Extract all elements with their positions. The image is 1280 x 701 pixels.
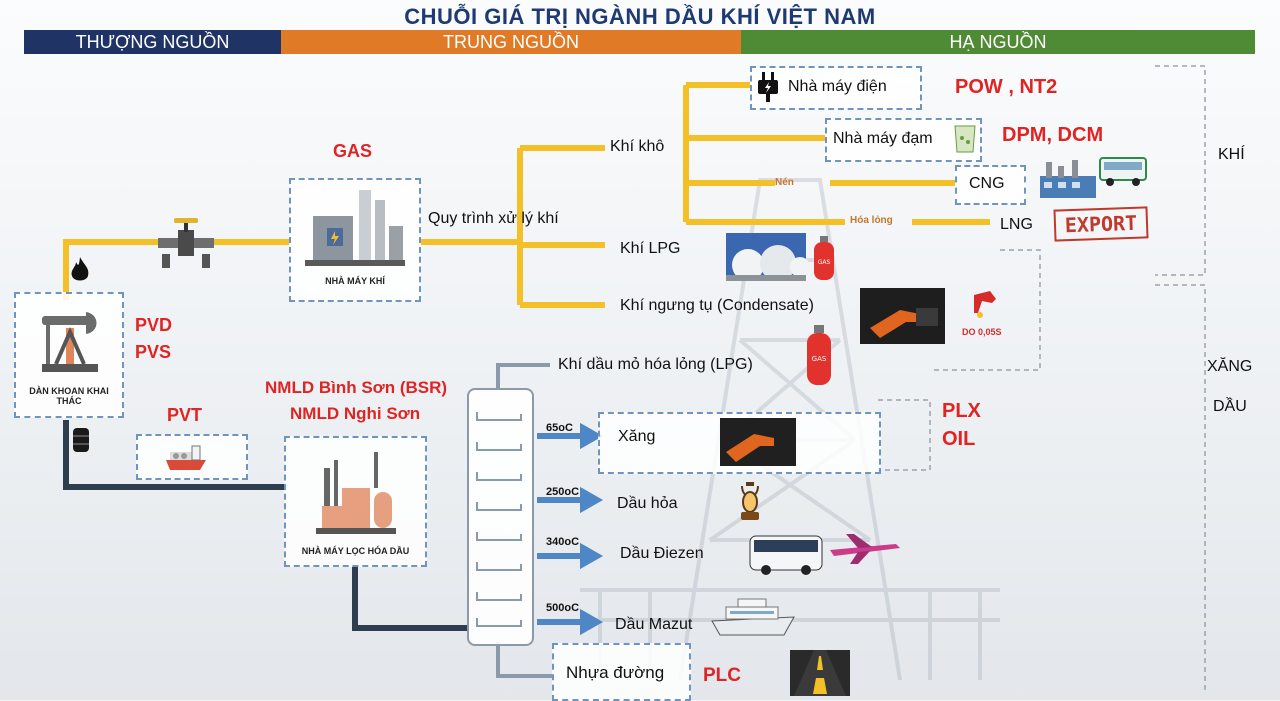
side-label-fuel-2: DẦU <box>1213 398 1247 415</box>
fertilizer-plant-label: Nhà máy đạm <box>833 130 933 147</box>
oil-lines <box>63 420 468 631</box>
refined-lpg-label: Khí dầu mỏ hóa lỏng (LPG) <box>558 356 753 373</box>
temp-250: 250oC <box>546 486 580 498</box>
dashed-connectors <box>878 65 1206 690</box>
oil-lamp-icon <box>741 482 759 520</box>
temp-340: 340oC <box>546 536 580 548</box>
gasoline-label: Xăng <box>618 428 656 445</box>
distillation-column <box>467 388 534 646</box>
gas-plant-label: NHÀ MÁY KHÍ <box>325 276 385 286</box>
cruise-ship-icon <box>711 598 795 636</box>
power-plant-box[interactable]: Nhà máy điện <box>750 66 922 110</box>
road-image <box>790 650 850 696</box>
gas-lines <box>63 82 990 308</box>
tanker-box[interactable] <box>136 434 248 480</box>
bus-and-plane-image <box>749 534 900 575</box>
company-nghi-son: NMLD Nghi Sơn <box>290 404 421 423</box>
cylinder-gas-mark-1: GAS <box>818 259 831 266</box>
company-pvs: PVS <box>135 342 172 362</box>
fertilizer-plant-box[interactable]: Nhà máy đạm <box>825 118 982 162</box>
company-plc: PLC <box>703 665 741 686</box>
page-title: CHUỖI GIÁ TRỊ NGÀNH DẦU KHÍ VIỆT NAM <box>404 4 876 29</box>
company-pow-nt2: POW , NT2 <box>955 76 1058 98</box>
cng-box[interactable]: CNG <box>955 165 1026 205</box>
stage-midstream: TRUNG NGUỒN <box>281 30 741 54</box>
refinery-icon <box>316 452 396 534</box>
diesel-label: Dầu Điezen <box>620 545 704 562</box>
compressed-label: Nén <box>775 177 794 188</box>
fuel-nozzle-image <box>860 288 945 344</box>
flame-icon <box>71 257 89 281</box>
side-label-fuel-1: XĂNG <box>1207 358 1253 375</box>
company-bsr: NMLD Bình Sơn (BSR) <box>265 378 448 397</box>
asphalt-label: Nhựa đường <box>566 663 665 682</box>
gas-cylinder-icon: GAS <box>814 236 834 280</box>
cng-label: CNG <box>969 175 1005 192</box>
tanker-ship-icon <box>166 445 206 470</box>
side-label-gas: KHÍ <box>1218 146 1245 163</box>
cylinder-gas-mark-2: GAS <box>812 355 827 363</box>
temp-500: 500oC <box>546 602 580 614</box>
company-pvt: PVT <box>167 405 203 425</box>
gasoline-box[interactable]: Xăng <box>598 412 881 474</box>
rig-box[interactable]: DÀN KHOAN KHAI THÁC <box>14 292 124 418</box>
lpg-label: Khí LPG <box>620 240 681 257</box>
stage-upstream: THƯỢNG NGUỒN <box>24 30 281 54</box>
temp-65: 65oC <box>546 422 573 434</box>
gas-plant-icon <box>305 190 405 266</box>
power-plant-label: Nhà máy điện <box>788 78 887 95</box>
refinery-label: NHÀ MÁY LỌC HÓA DẦU <box>301 546 410 556</box>
asphalt-box[interactable]: Nhựa đường <box>552 643 691 701</box>
lpg-cylinder-icon: GAS <box>807 325 831 385</box>
liquefied-label: Hóa lỏng <box>850 215 893 226</box>
oil-barrel-icon <box>73 428 89 452</box>
fuel-pump-nozzle-icon <box>974 291 996 318</box>
mazut-label: Dầu Mazut <box>615 616 693 633</box>
condensate-label: Khí ngưng tụ (Condensate) <box>620 297 814 314</box>
factory-icon <box>1040 160 1096 198</box>
gasoline-nozzle-image <box>720 418 796 466</box>
column-lines <box>496 363 552 678</box>
stage-downstream: HẠ NGUỒN <box>741 30 1255 54</box>
pipeline-valve-icon <box>158 218 214 268</box>
bus-icon <box>1099 157 1147 186</box>
gas-plant-box[interactable]: NHÀ MÁY KHÍ <box>289 178 421 302</box>
lng-label: LNG <box>1000 216 1033 233</box>
gas-process-label: Quy trình xử lý khí <box>428 210 559 227</box>
fertilizer-bag-icon <box>954 125 976 153</box>
column-trays <box>476 412 522 627</box>
dry-gas-label: Khí khô <box>610 138 665 155</box>
gas-storage-tanks-image <box>726 233 810 281</box>
temperature-arrows <box>537 422 604 636</box>
power-plug-icon <box>758 72 778 102</box>
refinery-box[interactable]: NHÀ MÁY LỌC HÓA DẦU <box>284 436 427 567</box>
company-plx: PLX <box>942 400 981 422</box>
company-dpm-dcm: DPM, DCM <box>1002 124 1104 146</box>
do-label: DO 0,05S <box>962 327 1002 337</box>
pumpjack-icon <box>42 312 98 372</box>
company-pvd: PVD <box>135 315 173 335</box>
gas-label: GAS <box>333 141 373 161</box>
kerosene-label: Dầu hỏa <box>617 495 678 512</box>
diesel-pump-box: DO 0,05S <box>962 289 1018 341</box>
rig-label: DÀN KHOAN KHAI THÁC <box>29 386 109 406</box>
export-stamp: EXPORT <box>1053 206 1149 242</box>
company-oil: OIL <box>942 428 976 450</box>
